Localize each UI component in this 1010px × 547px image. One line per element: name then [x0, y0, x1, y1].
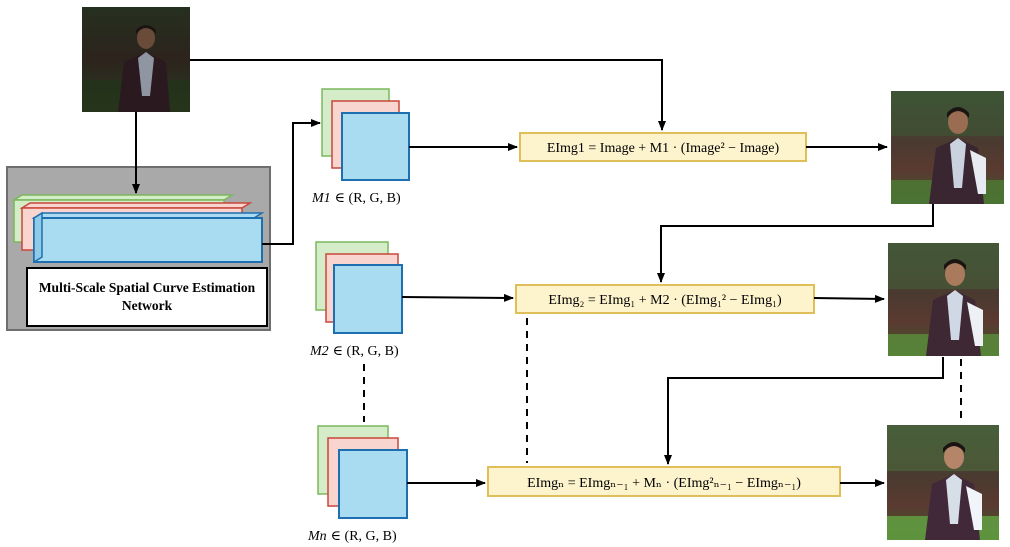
map-caption-m1: M1∈ (R, G, B)	[311, 191, 401, 206]
map-stack-m1	[321, 88, 410, 181]
output-image-1	[891, 91, 1004, 204]
arrow-m2-to-eq2	[401, 293, 514, 302]
equation-box-1: EImg1 = Image + M1 · (Image² − Image)	[519, 132, 807, 162]
map-stack-m2	[315, 241, 403, 334]
output-image-n	[887, 425, 999, 540]
map-captions: M1∈ (R, G, B) M2∈ (R, G, B) Mn∈ (R, G, B…	[307, 191, 401, 544]
map-stack-mn	[317, 425, 408, 519]
arrow-input-to-eq1	[190, 59, 666, 131]
map-caption-m2: M2∈ (R, G, B)	[309, 344, 399, 359]
equation-2: EImg₂ = EImg₁ + M2 · (EImg₁² − EImg₁)	[548, 293, 782, 308]
connectors	[132, 59, 944, 487]
network-feature-stack	[11, 194, 265, 264]
equation-1: EImg1 = Image + M1 · (Image² − Image)	[547, 141, 780, 156]
input-image	[82, 7, 190, 112]
continuation-dashes	[363, 318, 962, 463]
equation-box-n: EImgₙ = EImgₙ₋₁ + Mₙ · (EImg²ₙ₋₁ − EImgₙ…	[487, 466, 841, 497]
network-label: Multi-Scale Spatial Curve Estimation Net…	[26, 267, 268, 327]
arrow-output2-to-eqn	[664, 357, 944, 465]
output-image-2	[888, 243, 999, 356]
arrow-eq2-to-output2	[813, 294, 885, 303]
arrow-network-to-m1	[262, 119, 321, 245]
arrow-output1-to-eq2	[657, 204, 934, 283]
equation-n: EImgₙ = EImgₙ₋₁ + Mₙ · (EImg²ₙ₋₁ − EImgₙ…	[527, 476, 801, 491]
equation-box-2: EImg₂ = EImg₁ + M2 · (EImg₁² − EImg₁)	[515, 284, 815, 314]
map-caption-mn: Mn∈ (R, G, B)	[307, 529, 397, 544]
